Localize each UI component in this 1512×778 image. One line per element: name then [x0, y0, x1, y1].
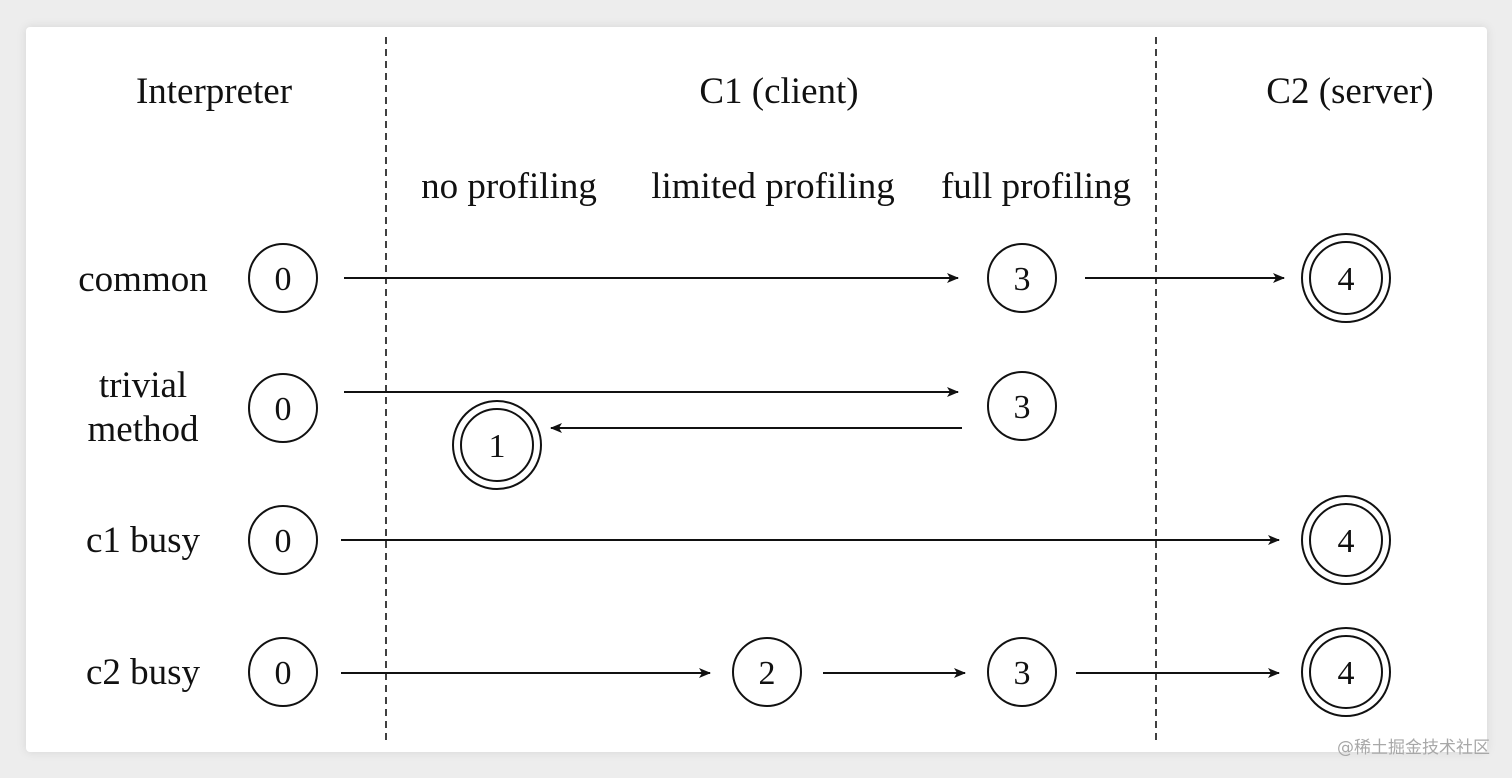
svg-text:0: 0 — [275, 391, 292, 428]
subheader-full-profiling: full profiling — [941, 166, 1131, 207]
svg-text:1: 1 — [489, 428, 506, 465]
svg-text:3: 3 — [1014, 655, 1031, 692]
subheader-no-profiling: no profiling — [421, 166, 597, 207]
state-node-c2busy-4-terminal: 4 — [1301, 627, 1391, 717]
state-node-c2busy-2: 2 — [732, 637, 802, 707]
svg-text:3: 3 — [1014, 389, 1031, 426]
svg-text:4: 4 — [1338, 655, 1355, 692]
row-label-trivial: trivial — [99, 365, 187, 406]
header-interpreter: Interpreter — [136, 71, 292, 112]
state-node-trivial-1-terminal: 1 — [452, 400, 542, 490]
row-label-c1-busy: c1 busy — [86, 520, 201, 561]
header-c1-client: C1 (client) — [699, 71, 858, 112]
state-node-trivial-0: 0 — [248, 373, 318, 443]
state-node-common-4-terminal: 4 — [1301, 233, 1391, 323]
state-node-c2busy-3: 3 — [987, 637, 1057, 707]
state-node-c1busy-0: 0 — [248, 505, 318, 575]
state-node-c2busy-0: 0 — [248, 637, 318, 707]
svg-text:4: 4 — [1338, 523, 1355, 560]
row-label-common: common — [78, 259, 207, 300]
state-node-common-3: 3 — [987, 243, 1057, 313]
watermark: @稀土掘金技术社区 — [1337, 738, 1490, 758]
row-label-c2-busy: c2 busy — [86, 652, 201, 693]
state-node-c1busy-4-terminal: 4 — [1301, 495, 1391, 585]
svg-text:4: 4 — [1338, 261, 1355, 298]
state-node-trivial-3: 3 — [987, 371, 1057, 441]
svg-text:0: 0 — [275, 523, 292, 560]
header-c2-server: C2 (server) — [1266, 71, 1433, 112]
svg-text:2: 2 — [759, 655, 776, 692]
state-node-common-0: 0 — [248, 243, 318, 313]
svg-text:3: 3 — [1014, 261, 1031, 298]
subheader-limited-profiling: limited profiling — [651, 166, 895, 207]
svg-text:0: 0 — [275, 655, 292, 692]
svg-text:0: 0 — [275, 261, 292, 298]
row-label-method: method — [88, 409, 199, 450]
